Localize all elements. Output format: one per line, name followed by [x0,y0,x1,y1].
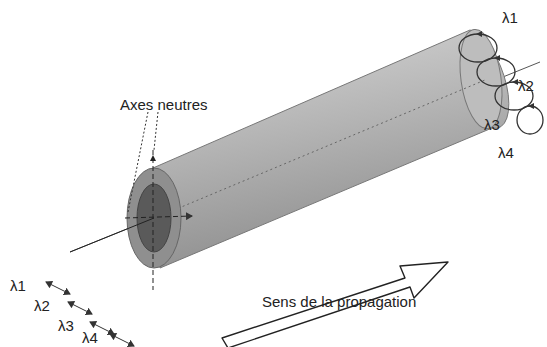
wavelength-label: λ3 [58,318,74,333]
wavelength-label: λ4 [82,330,98,345]
wavelength-label: λ1 [10,278,26,293]
axis-label: Axes neutres [120,97,208,112]
wavelength-label: λ2 [518,78,534,93]
direction-label: Sens de la propagation [262,294,416,309]
wavelength-label: λ1 [502,10,518,25]
wavelength-label: λ4 [498,145,514,160]
wavelength-label: λ3 [484,117,500,132]
wavelength-label: λ2 [34,298,50,313]
